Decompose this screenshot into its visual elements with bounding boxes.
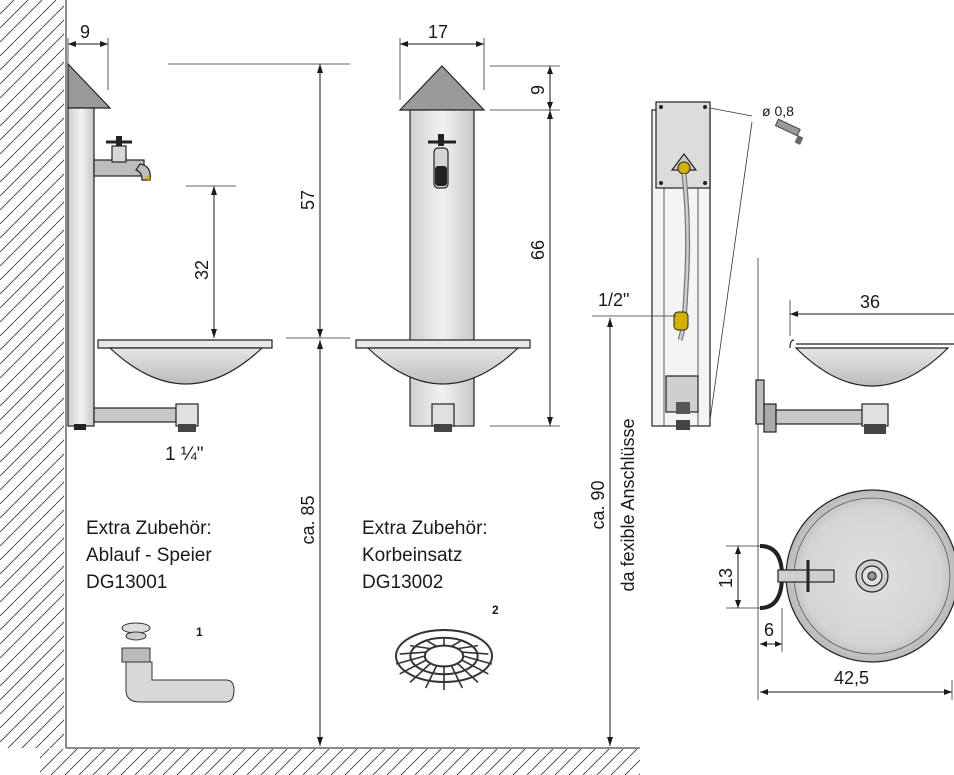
accessory-2-heading: Extra Zubehör: bbox=[362, 518, 488, 539]
dim-pipe: 1/2" bbox=[592, 290, 676, 317]
dim-basin-diameter: 42,5 bbox=[760, 668, 953, 700]
label-basin-height: ca. 85 bbox=[298, 495, 318, 544]
dim-post-height: 66 bbox=[490, 110, 560, 427]
accessory-1-name: Ablauf - Speier bbox=[86, 545, 212, 566]
accessory-2: Extra Zubehör: Korbeinsatz DG13002 2 bbox=[362, 518, 499, 690]
label-spout-clearance: 32 bbox=[192, 260, 212, 280]
accessory-1: Extra Zubehör: Ablauf - Speier DG13001 1 bbox=[86, 518, 235, 703]
accessory-2-code: DG13002 bbox=[362, 572, 443, 593]
label-basin-depth: 36 bbox=[860, 292, 880, 312]
dim-spout-height: 57 bbox=[168, 63, 350, 339]
dim-basin-height: ca. 85 bbox=[298, 340, 323, 746]
dim-supply-height: ca. 90 da fexible Anschlüsse bbox=[588, 318, 638, 746]
label-spout-height: 57 bbox=[298, 190, 318, 210]
side-view-fountain bbox=[67, 62, 273, 432]
front-view-fountain bbox=[355, 65, 531, 432]
label-pipe-size: 1/2" bbox=[598, 290, 629, 310]
label-cap-height: 9 bbox=[528, 85, 548, 95]
anchor-bolt-icon bbox=[774, 118, 804, 145]
label-drain-size: 1 ¼" bbox=[165, 444, 203, 465]
dim-post-width: 17 bbox=[399, 22, 485, 100]
label-bracket-height: 13 bbox=[716, 568, 736, 588]
label-post-height: 66 bbox=[528, 240, 548, 260]
label-bracket-offset: 6 bbox=[764, 620, 774, 640]
accessory-1-heading: Extra Zubehör: bbox=[86, 518, 212, 539]
wall-hatching bbox=[0, 0, 67, 748]
dim-wall-offset: 9 bbox=[67, 22, 109, 90]
rear-view-fountain bbox=[651, 101, 804, 430]
accessory-2-figure-number: 2 bbox=[492, 603, 499, 617]
dim-bracket-height: 13 bbox=[716, 545, 760, 609]
basket-insert-icon bbox=[395, 629, 493, 690]
dim-basin-depth: 36 bbox=[789, 292, 954, 336]
accessory-1-figure-number: 1 bbox=[196, 625, 203, 639]
side-section-basin bbox=[755, 258, 954, 700]
accessory-2-name: Korbeinsatz bbox=[362, 545, 462, 566]
dim-spout-clearance: 32 bbox=[186, 185, 236, 338]
label-post-width: 17 bbox=[428, 22, 448, 42]
accessory-1-code: DG13001 bbox=[86, 572, 167, 593]
label-basin-diameter: 42,5 bbox=[834, 668, 869, 688]
label-wire-diameter: ø 0,8 bbox=[762, 103, 794, 119]
label-supply-note: da fexible Anschlüsse bbox=[618, 418, 638, 591]
dim-bracket-offset: 6 bbox=[760, 608, 783, 652]
dim-cap-height: 9 bbox=[490, 65, 560, 111]
label-supply-height: ca. 90 bbox=[588, 480, 608, 529]
floor-hatching bbox=[40, 747, 640, 775]
top-view-basin bbox=[759, 489, 954, 663]
label-wall-offset: 9 bbox=[80, 22, 90, 42]
drain-spout-icon bbox=[121, 622, 235, 703]
